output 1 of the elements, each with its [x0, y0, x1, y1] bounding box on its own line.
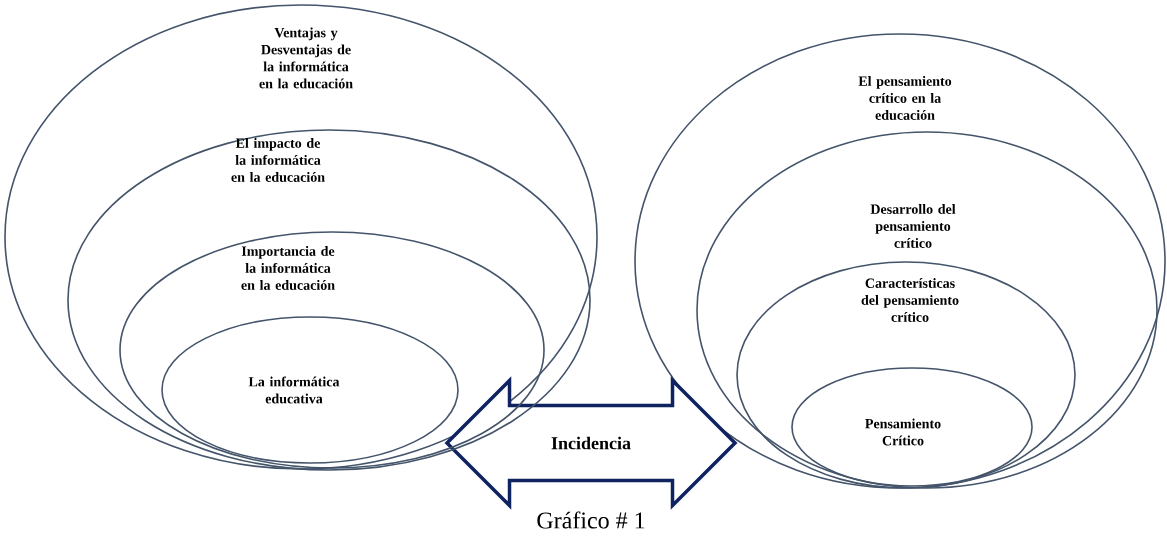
caption: Gráfico # 1	[537, 511, 645, 529]
